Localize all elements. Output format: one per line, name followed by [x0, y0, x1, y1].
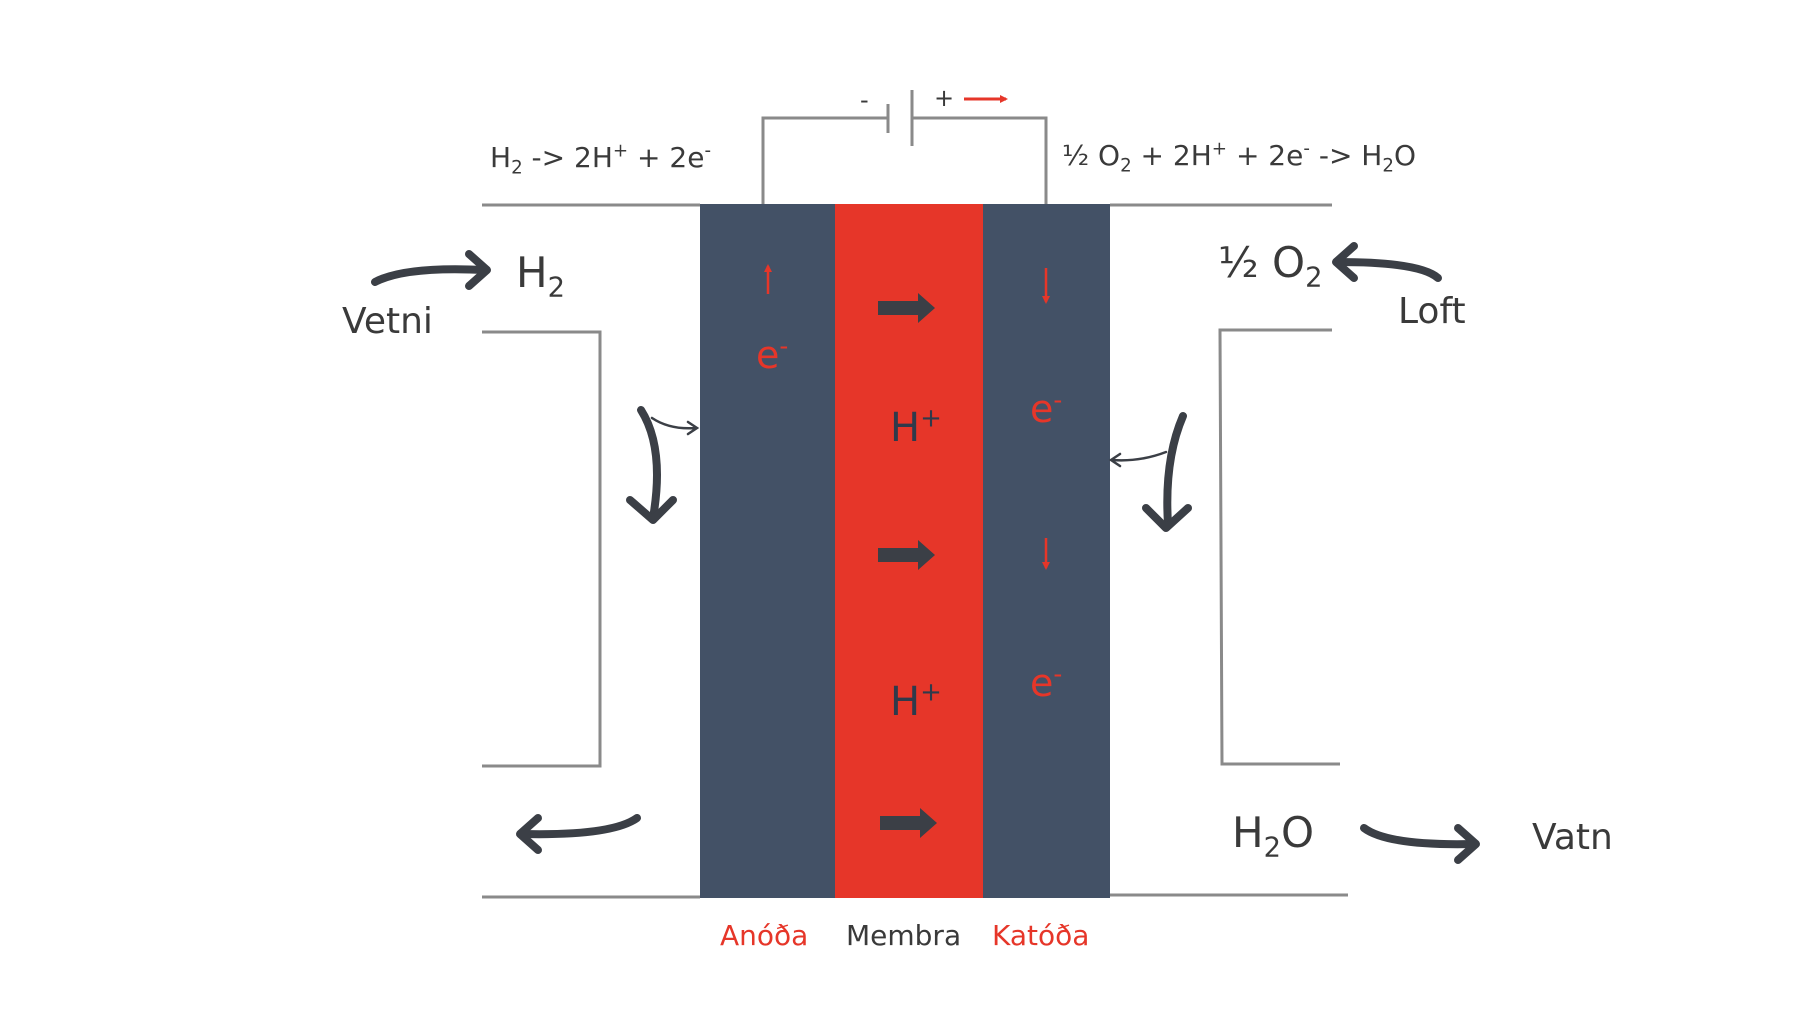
cathode-electron-label-1: e-	[1030, 385, 1063, 431]
battery-plus-sign: +	[934, 84, 955, 112]
cathode-label: Katóða	[992, 919, 1090, 952]
proton-label-1: H+	[890, 403, 942, 451]
proton-arrow-1	[878, 293, 935, 323]
membrane-label: Membra	[846, 919, 962, 952]
hydrogen-label: Vetni	[342, 301, 433, 342]
anode-equation: H2 -> 2H+ + 2e-	[490, 140, 712, 179]
water-label: Vatn	[1532, 817, 1613, 858]
proton-arrow-2	[878, 540, 935, 570]
proton-label-2: H+	[890, 677, 942, 725]
cathode-equation: ½ O2 + 2H+ + 2e- -> H2O	[1062, 138, 1416, 177]
anode-exhaust-arrow	[516, 814, 641, 854]
housing-lines	[482, 203, 1348, 899]
hydrogen-symbol: H2	[516, 248, 565, 304]
water-outlet-arrow	[1360, 824, 1480, 864]
battery-minus-sign: -	[860, 86, 869, 114]
oxygen-symbol: ½ O2	[1218, 238, 1323, 294]
air-label: Loft	[1398, 291, 1466, 332]
anode-flow-down-arrow	[626, 406, 677, 524]
anode-diffusion-arrow	[650, 416, 700, 436]
cathode-flow-down-arrow	[1142, 412, 1192, 532]
cathode-diffusion-arrow	[1108, 450, 1168, 468]
external-circuit	[761, 90, 1048, 204]
cathode-electron-label-2: e-	[1030, 659, 1063, 705]
anode-electron-label: e-	[756, 331, 789, 377]
anode-electrode	[700, 204, 835, 898]
proton-arrow-3	[880, 808, 937, 838]
anode-label: Anóða	[720, 919, 809, 952]
hydrogen-inlet-arrow	[371, 250, 491, 290]
air-inlet-arrow	[1332, 242, 1442, 282]
water-symbol: H2O	[1232, 808, 1315, 864]
